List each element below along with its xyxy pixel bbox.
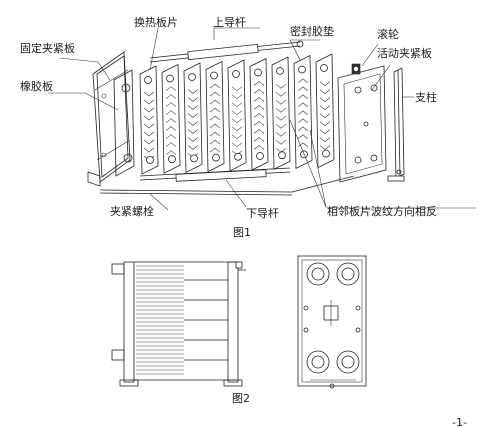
lower-guide-rod bbox=[139, 167, 291, 182]
heat-plates-stack bbox=[139, 53, 335, 175]
fixed-clamp-plate bbox=[87, 51, 131, 187]
side-view bbox=[111, 261, 246, 387]
label-rubber-plate: 橡胶板 bbox=[20, 79, 53, 93]
rubber-plate bbox=[113, 69, 135, 177]
figure1-caption: 图1 bbox=[233, 226, 251, 239]
figure2-views: 图2 bbox=[111, 255, 367, 405]
label-lower-guide-rod: 下导杆 bbox=[246, 206, 279, 220]
label-seal-gasket: 密封胶垫 bbox=[290, 24, 334, 38]
heat-plate bbox=[139, 65, 159, 175]
label-adjacent-plates-note: 相邻板片波纹方向相反 bbox=[327, 204, 437, 218]
label-heat-plate: 换热板片 bbox=[134, 15, 178, 29]
support-column bbox=[387, 67, 405, 182]
label-upper-guide-rod: 上导杆 bbox=[213, 15, 246, 29]
heat-plate bbox=[183, 62, 203, 174]
leader-lines bbox=[48, 27, 476, 211]
page-number: -1- bbox=[452, 416, 467, 427]
heat-plate bbox=[249, 57, 269, 171]
heat-plate bbox=[271, 56, 291, 170]
heat-plate bbox=[315, 53, 335, 169]
heat-plate bbox=[161, 63, 181, 174]
label-column: 支柱 bbox=[415, 90, 437, 104]
label-roller: 滚轮 bbox=[377, 27, 399, 41]
upper-guide-rod bbox=[149, 40, 304, 63]
heat-plate bbox=[227, 59, 247, 172]
label-fixed-clamp-plate: 固定夹紧板 bbox=[20, 41, 75, 55]
label-movable-clamp-plate: 活动夹紧板 bbox=[377, 46, 432, 60]
movable-clamp-plate bbox=[337, 63, 387, 183]
label-clamp-bolt: 夹紧螺栓 bbox=[110, 204, 154, 218]
figure2-caption: 图2 bbox=[232, 392, 250, 405]
heat-plate bbox=[205, 60, 225, 173]
figure1-exploded-view: 换热板片 上导杆 密封胶垫 滚轮 固定夹紧板 活动夹紧板 橡胶板 支柱 夹紧螺栓… bbox=[20, 15, 476, 239]
clamp-bolt bbox=[99, 175, 355, 196]
front-view bbox=[297, 255, 367, 389]
